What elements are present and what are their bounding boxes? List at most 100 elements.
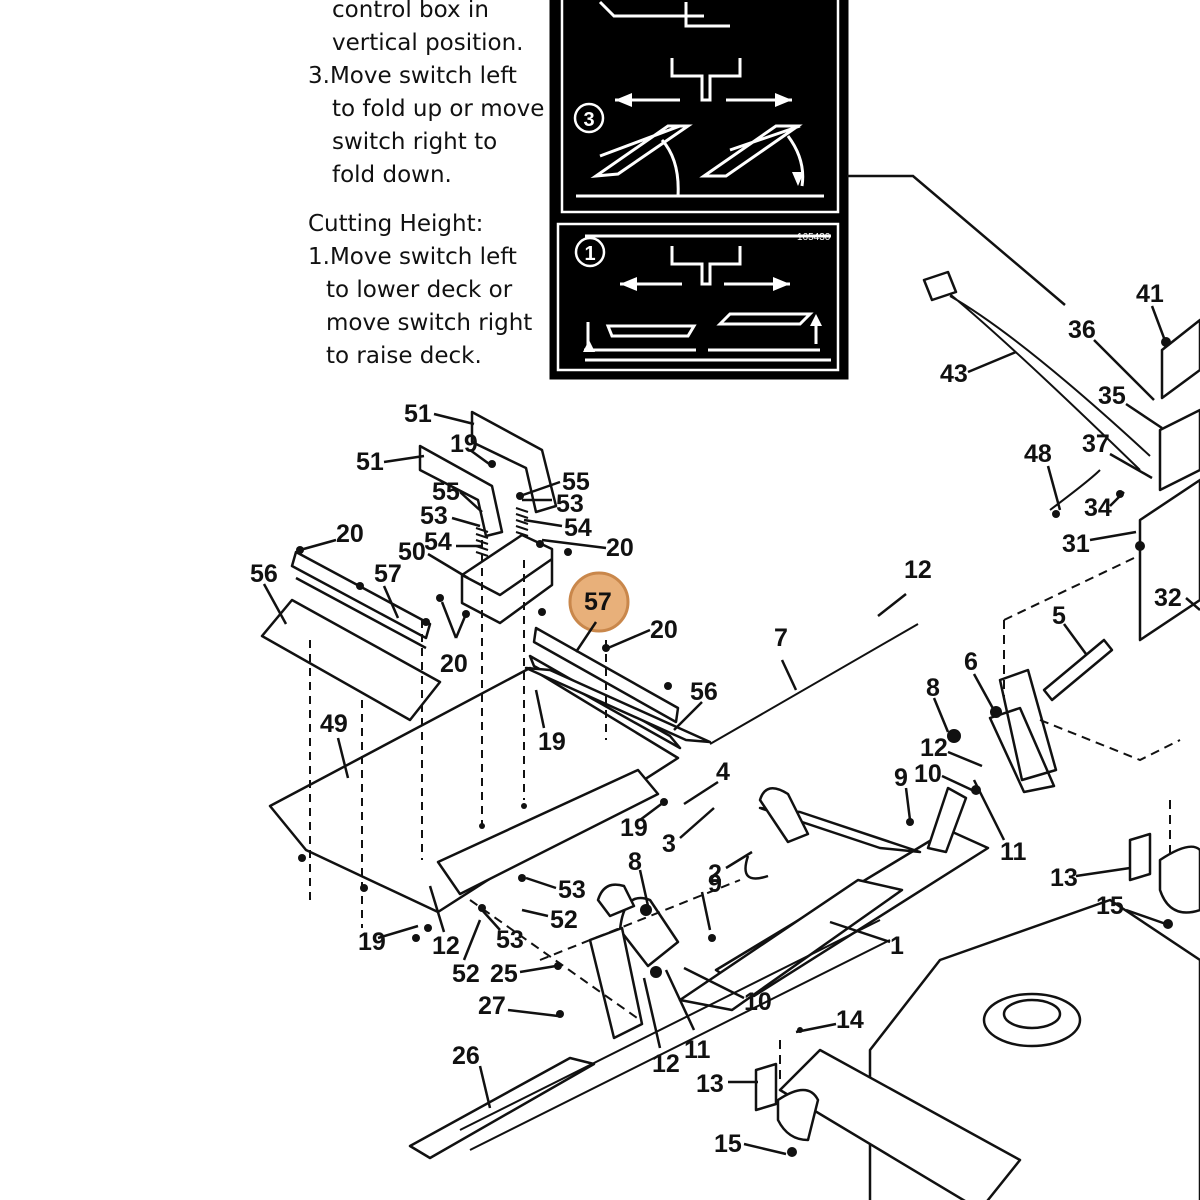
callout-12: 12 (904, 556, 932, 584)
instruction-line: move switch right (326, 310, 533, 336)
callout-50: 50 (398, 538, 426, 566)
callout-11: 11 (684, 1036, 711, 1064)
instruction-line: control box in (332, 0, 489, 23)
callout-55: 55 (432, 478, 460, 506)
callout-56: 56 (690, 678, 718, 706)
right-hinge-13 (1128, 832, 1200, 914)
callout-10: 10 (744, 988, 772, 1016)
callout-12: 12 (920, 734, 948, 762)
instruction-line: to raise deck. (326, 343, 482, 369)
assembly-lines (309, 540, 607, 928)
callout-19: 19 (450, 430, 478, 458)
instruction-line: Move switch left (329, 63, 517, 89)
callout-19: 19 (358, 928, 386, 956)
instruction-line: to lower deck or (326, 277, 513, 303)
callout-20: 20 (440, 650, 468, 678)
mount-block (1138, 478, 1200, 642)
callout-5: 5 (1052, 602, 1066, 630)
bolt-5 (1042, 638, 1114, 702)
callout-57-highlighted: 57 (584, 588, 612, 616)
cutting-height-title: Cutting Height: (308, 211, 484, 237)
bracket-51 (418, 410, 558, 538)
pivot-bracket-right (988, 668, 1058, 794)
frame-rail-lower (678, 878, 904, 1012)
spindle-hub (1002, 998, 1062, 1030)
callout-20: 20 (606, 534, 634, 562)
callout-19: 19 (620, 814, 648, 842)
plate-56-right (524, 666, 712, 744)
callout-52: 52 (550, 906, 578, 934)
highlight-marker (570, 573, 628, 631)
callout-36: 36 (1068, 316, 1096, 344)
callout-57: 57 (374, 560, 402, 588)
callout-4: 4 (716, 758, 730, 786)
decal-part-number: 165430 (797, 232, 831, 243)
callout-7: 7 (774, 624, 788, 652)
connector-plug (922, 270, 958, 302)
plate-56-left (260, 598, 442, 722)
hinge-strip (436, 768, 660, 896)
callout-13: 13 (696, 1070, 724, 1098)
alignment-lines (469, 557, 1181, 1080)
harness-43 (939, 285, 1151, 471)
callout-25: 25 (490, 960, 518, 988)
callout-53: 53 (558, 876, 586, 904)
callout-34: 34 (1084, 494, 1112, 522)
instruction-line: to fold up or move (332, 96, 545, 122)
switch-41 (1160, 318, 1200, 400)
instruction-line: Move switch left (329, 244, 517, 270)
callout-9: 9 (894, 764, 908, 792)
callout-15: 15 (714, 1130, 742, 1158)
callout-26: 26 (452, 1042, 480, 1070)
instruction-line: switch right to (332, 129, 498, 155)
step-3-badge (573, 102, 605, 134)
callout-6: 6 (964, 648, 978, 676)
callout-53: 53 (496, 926, 524, 954)
callout-41: 41 (1136, 280, 1164, 308)
callout-1: 1 (890, 932, 904, 960)
step-number: 3. (308, 63, 330, 89)
callout-10: 10 (914, 760, 942, 788)
strap-48 (1049, 469, 1101, 511)
decal-switch-graphic (576, 0, 831, 362)
lever-10 (926, 786, 968, 854)
decal-leader (847, 174, 1066, 306)
callout-14: 14 (836, 1006, 864, 1034)
callout-9: 9 (708, 870, 722, 898)
callout-37: 37 (1082, 430, 1110, 458)
deck-rail (778, 1048, 1022, 1200)
lower-hinge-13 (754, 1062, 820, 1142)
callout-56: 56 (250, 560, 278, 588)
callout-leaders (262, 305, 1200, 1156)
hook-2 (744, 787, 810, 880)
strip-57-left (290, 550, 432, 650)
callout-27: 27 (478, 992, 506, 1020)
callout-20: 20 (650, 616, 678, 644)
rod-7 (709, 623, 919, 745)
callout-52: 52 (452, 960, 480, 988)
callout-49: 49 (320, 710, 348, 738)
callout-13: 13 (1050, 864, 1078, 892)
callout-43: 43 (940, 360, 968, 388)
callout-20: 20 (336, 520, 364, 548)
step-1-badge (574, 236, 606, 268)
callout-12: 12 (652, 1050, 680, 1078)
callout-54: 54 (424, 528, 452, 556)
callout-55: 55 (562, 468, 590, 496)
hinge-bracket (618, 896, 680, 968)
callout-12: 12 (432, 932, 460, 960)
step-1-label: 1 (584, 243, 595, 265)
callout-8: 8 (926, 674, 940, 702)
bracket-50 (460, 533, 554, 625)
callout-15: 15 (1096, 892, 1124, 920)
fold-instructions: control box in vertical position. 3.Move… (308, 0, 544, 192)
callout-53: 53 (420, 502, 448, 530)
callout-51: 51 (404, 400, 432, 428)
callout-32: 32 (1154, 584, 1182, 612)
control-box-35 (1158, 408, 1200, 492)
cutting-height-instructions: Cutting Height: 1.Move switch left to lo… (308, 208, 532, 373)
highlight-ring (568, 571, 630, 633)
callout-35: 35 (1098, 382, 1126, 410)
instruction-step: 3.Move switch left (308, 60, 544, 93)
callout-48: 48 (1024, 440, 1052, 468)
